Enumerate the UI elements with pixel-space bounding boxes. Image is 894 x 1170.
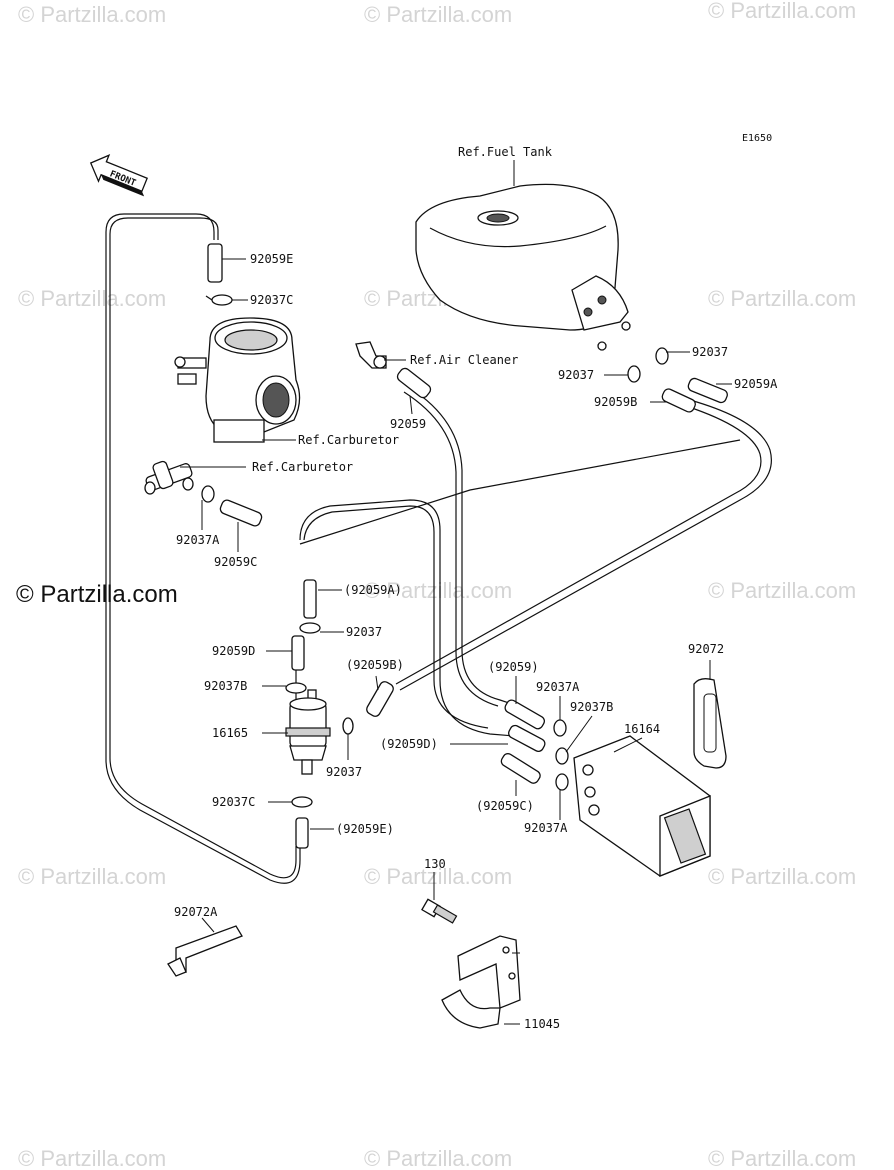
bracket-11045	[441, 935, 521, 1029]
strap-92072	[693, 678, 727, 769]
label-130: 130	[424, 857, 446, 871]
air-cleaner-elbow	[355, 341, 387, 369]
label-92059c-paren: (92059C)	[476, 799, 534, 813]
carburetor	[174, 317, 301, 443]
label-92059b-paren: (92059B)	[346, 658, 404, 672]
label-92037a: 92037A	[524, 821, 568, 835]
watermark: © Partzilla.com	[364, 578, 512, 603]
watermark: © Partzilla.com	[364, 1146, 512, 1170]
watermark: © Partzilla.com	[708, 578, 856, 603]
t-joint	[144, 460, 194, 495]
short-hoses	[207, 243, 728, 849]
label-92037a: 92037A	[536, 680, 580, 694]
label-92059d-paren: (92059D)	[380, 737, 438, 751]
label-92059-paren: (92059)	[488, 660, 539, 674]
watermark: © Partzilla.com	[364, 2, 512, 27]
label-92037: 92037	[326, 765, 362, 779]
brand-watermark: © Partzilla.com	[16, 581, 178, 608]
label-92059e-paren: (92059E)	[336, 822, 394, 836]
diagram-code: E1650	[742, 133, 772, 144]
label-92037b: 92037B	[570, 700, 613, 714]
bolt-130	[421, 898, 458, 924]
label-92059e: 92059E	[250, 252, 293, 266]
watermark: © Partzilla.com	[364, 864, 512, 889]
label-92037: 92037	[558, 368, 594, 382]
hoses	[105, 213, 772, 884]
label-92059a: 92059A	[734, 377, 778, 391]
watermark: © Partzilla.com	[18, 1146, 166, 1170]
label-11045: 11045	[524, 1017, 560, 1031]
fuel-tank	[415, 183, 631, 351]
watermark: © Partzilla.com	[708, 0, 856, 23]
front-arrow-icon: FRONT	[89, 154, 149, 197]
watermark: © Partzilla.com	[18, 864, 166, 889]
label-92059c: 92059C	[214, 555, 257, 569]
label-92072a: 92072A	[174, 905, 218, 919]
label-92059a-paren: (92059A)	[344, 583, 402, 597]
label-16165: 16165	[212, 726, 248, 740]
fuel-filter	[285, 689, 331, 775]
watermark: © Partzilla.com	[708, 864, 856, 889]
label-92059: 92059	[390, 417, 426, 431]
label-ref-carburetor-1: Ref.Carburetor	[298, 433, 399, 447]
label-ref-air-cleaner: Ref.Air Cleaner	[410, 353, 518, 367]
label-ref-carburetor-2: Ref.Carburetor	[252, 460, 353, 474]
label-92037c: 92037C	[250, 293, 293, 307]
part-labels: 92059E 92037C 92037 92037 92059A 92059B …	[174, 252, 778, 1031]
label-92037b: 92037B	[204, 679, 247, 693]
watermark: © Partzilla.com	[708, 286, 856, 311]
label-ref-fuel-tank: Ref.Fuel Tank	[458, 145, 553, 159]
bracket-92072a	[167, 925, 243, 977]
label-92072: 92072	[688, 642, 724, 656]
label-92059b: 92059B	[594, 395, 637, 409]
label-16164: 16164	[624, 722, 660, 736]
label-92037: 92037	[692, 345, 728, 359]
label-92037: 92037	[346, 625, 382, 639]
canister	[573, 735, 711, 877]
leader-lines	[201, 258, 732, 1025]
watermark: © Partzilla.com	[708, 1146, 856, 1170]
watermark: © Partzilla.com	[18, 286, 166, 311]
label-92037c: 92037C	[212, 795, 255, 809]
label-92059d: 92059D	[212, 644, 255, 658]
watermark: © Partzilla.com	[18, 2, 166, 27]
label-92037a: 92037A	[176, 533, 220, 547]
clamp-icons	[201, 294, 669, 808]
